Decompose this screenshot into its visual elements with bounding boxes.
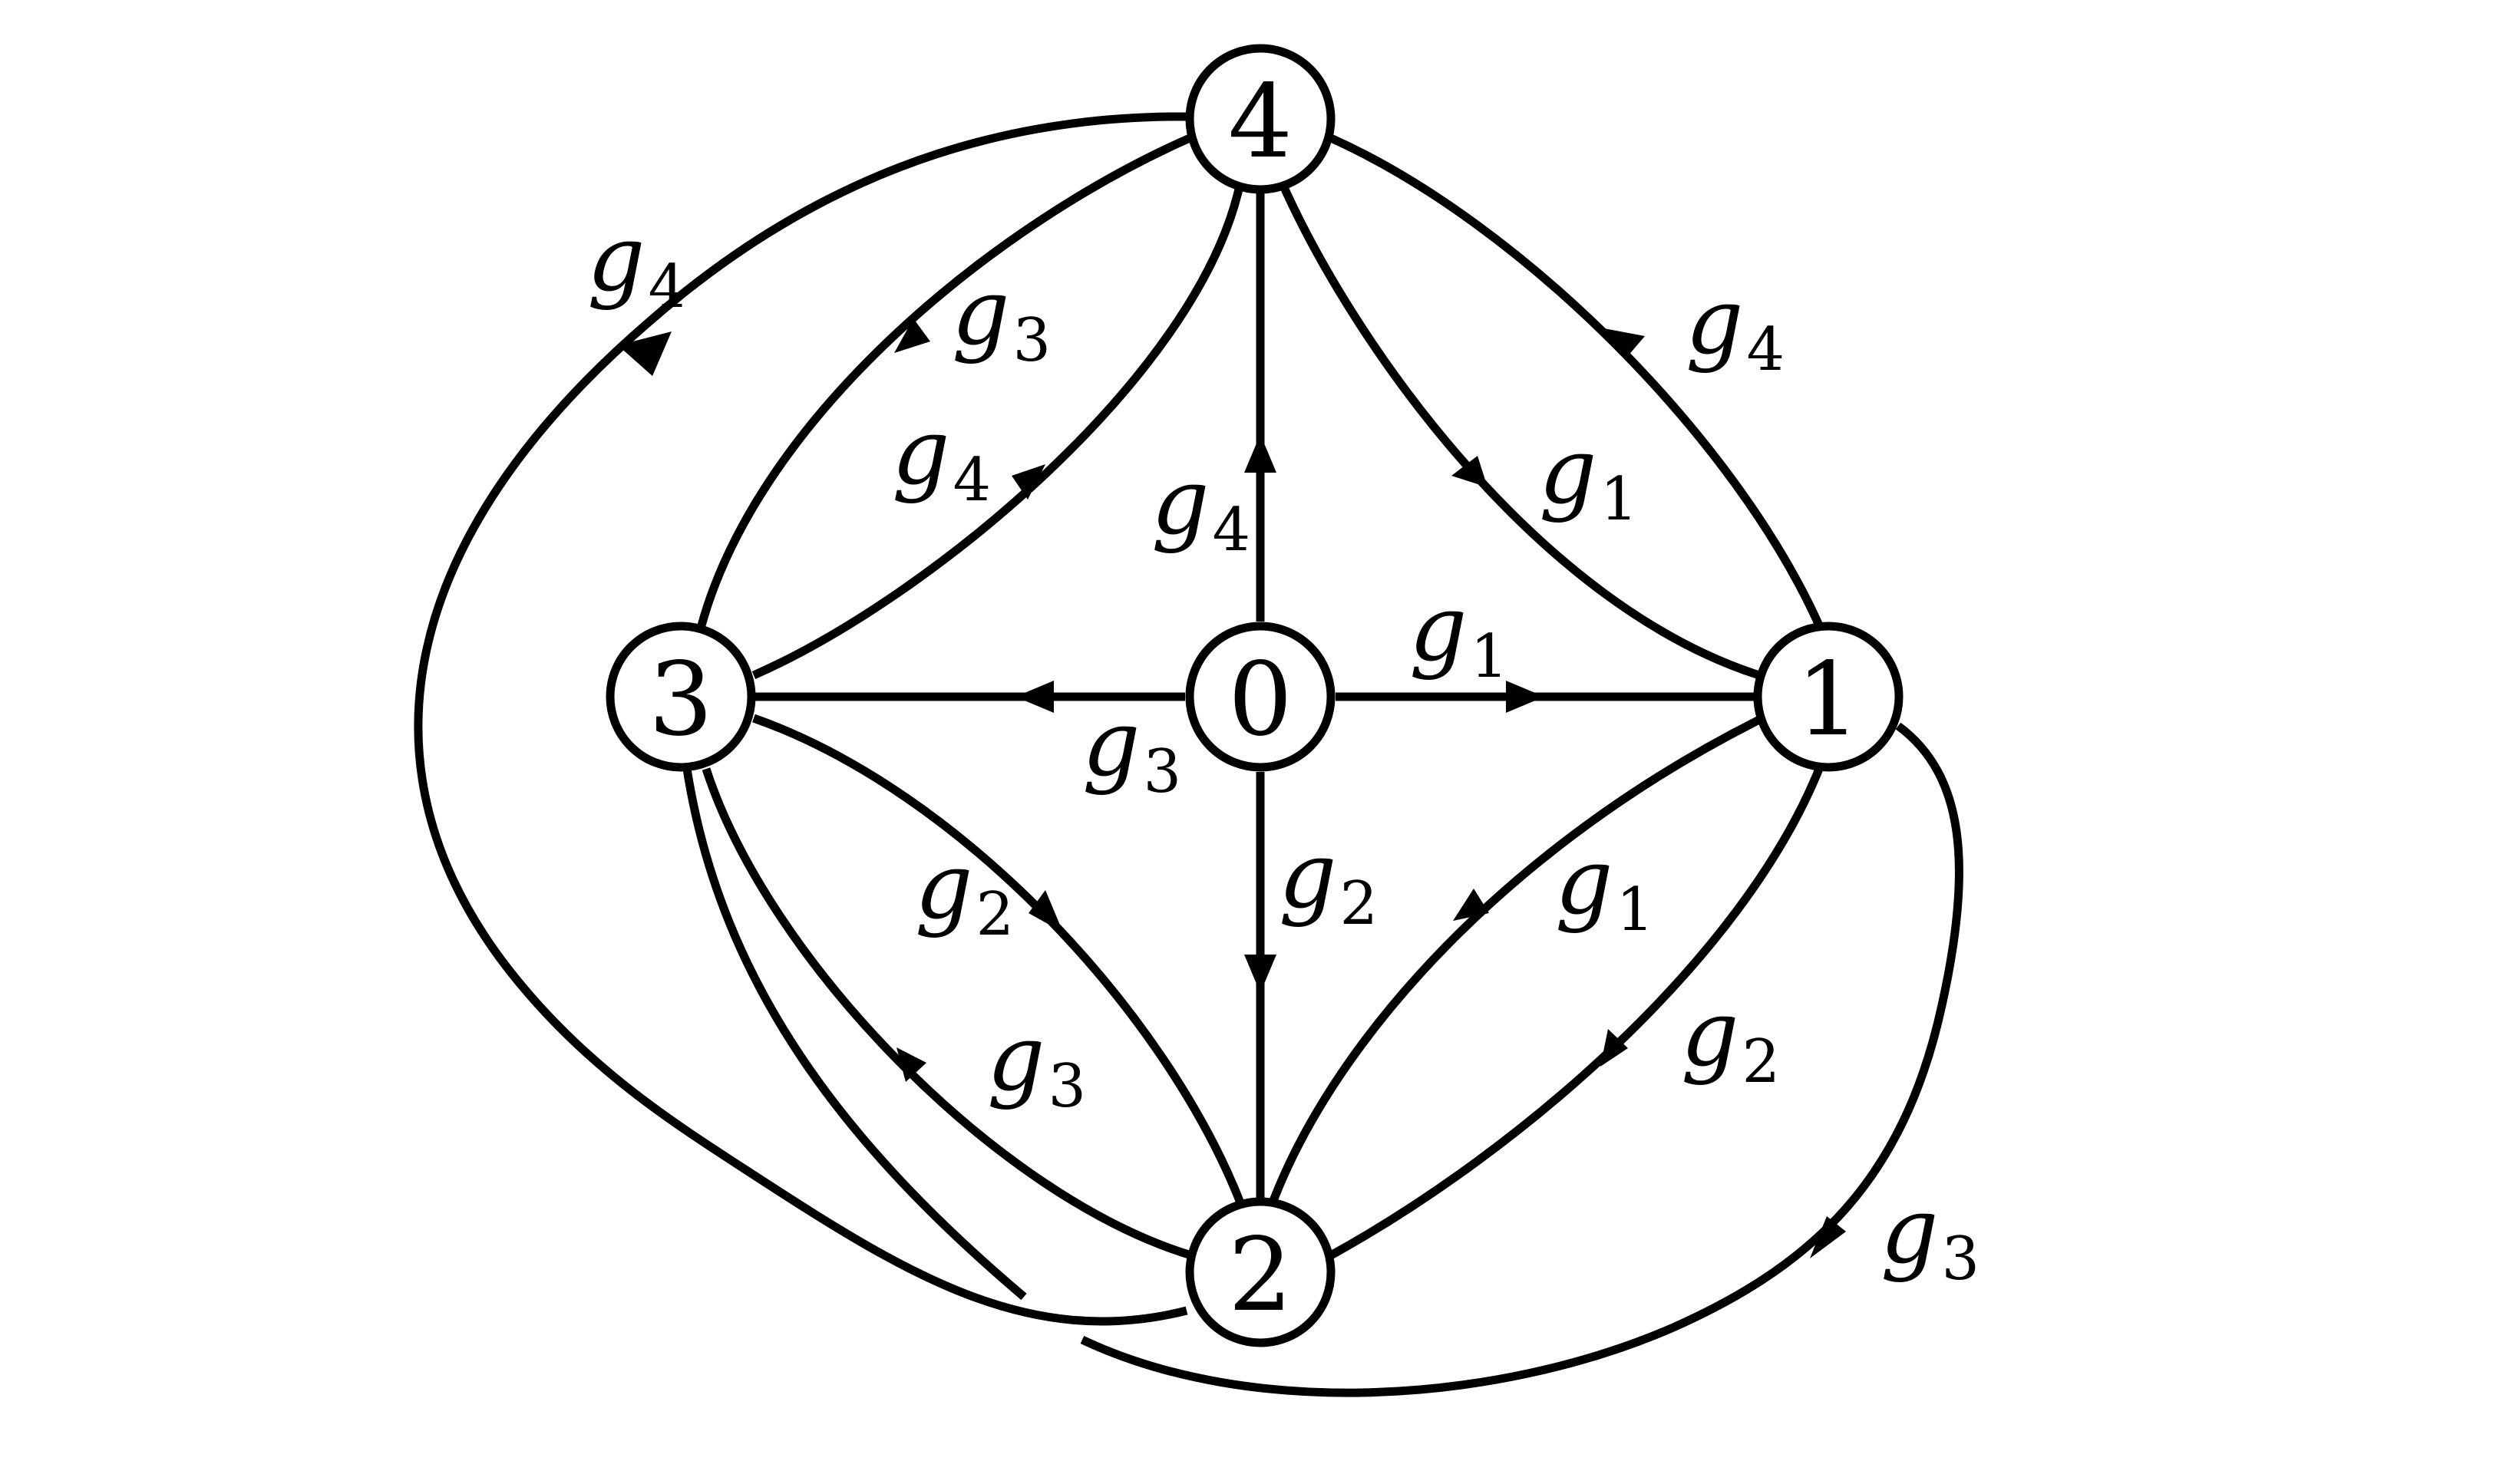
arrow-1-3-outer xyxy=(1810,1216,1846,1258)
arrow-3-4 xyxy=(1012,464,1045,500)
label-e-0-2: g2 xyxy=(1279,823,1378,938)
arrow-4-1 xyxy=(1451,456,1488,487)
edge-2-1 xyxy=(1267,716,1762,1206)
label-e-2-3: g3 xyxy=(987,1005,1086,1121)
arrow-1-4 xyxy=(1604,328,1645,357)
node-2: 2 xyxy=(1185,1197,1336,1347)
arrow-4-3 xyxy=(894,318,930,353)
edge-4-3 xyxy=(697,134,1192,627)
edge-2-3 xyxy=(702,767,1193,1260)
label-e-1-4: g4 xyxy=(1686,269,1785,384)
node-1-label: 1 xyxy=(1796,641,1861,759)
node-2-label: 2 xyxy=(1228,1216,1293,1334)
label-e-3-2: g2 xyxy=(915,833,1014,949)
label-e-0-4: g4 xyxy=(1151,449,1250,565)
edge-1-4 xyxy=(1329,134,1824,628)
arrow-0-2 xyxy=(1244,955,1276,993)
edge-3-2-lower xyxy=(682,768,1027,1301)
node-1: 1 xyxy=(1753,622,1904,772)
edge-1-3-outer xyxy=(1080,722,1963,1397)
label-e-2-1: g1 xyxy=(1555,829,1654,945)
arrow-2-4-outer xyxy=(618,331,672,376)
edge-2-4-outer xyxy=(414,112,1188,1326)
node-3-label: 3 xyxy=(649,641,713,759)
label-e-0-1: g1 xyxy=(1409,575,1508,691)
label-e-3-4: g4 xyxy=(892,399,991,515)
label-e-0-3: g3 xyxy=(1082,691,1181,806)
arrow-2-3 xyxy=(896,1047,926,1082)
node-3: 3 xyxy=(606,622,756,772)
label-e-1-3-outer: g3 xyxy=(1880,1178,1980,1294)
label-e-4-1: g1 xyxy=(1539,418,1638,534)
arrow-0-4 xyxy=(1244,434,1276,473)
node-0-label: 0 xyxy=(1228,641,1293,759)
arrow-0-1 xyxy=(1506,681,1544,713)
arrow-0-3 xyxy=(1015,681,1054,713)
arrow-3-2 xyxy=(1029,890,1063,932)
node-4: 4 xyxy=(1185,44,1336,194)
node-4-label: 4 xyxy=(1228,63,1293,181)
arrow-1-2 xyxy=(1600,1029,1628,1067)
arrow-2-1 xyxy=(1453,889,1489,921)
node-0: 0 xyxy=(1185,622,1336,772)
label-e-1-2: g2 xyxy=(1681,981,1780,1097)
label-e-2-4-outer: g4 xyxy=(587,206,686,322)
label-e-4-3: g3 xyxy=(952,259,1051,375)
edge-3-4 xyxy=(751,184,1244,680)
